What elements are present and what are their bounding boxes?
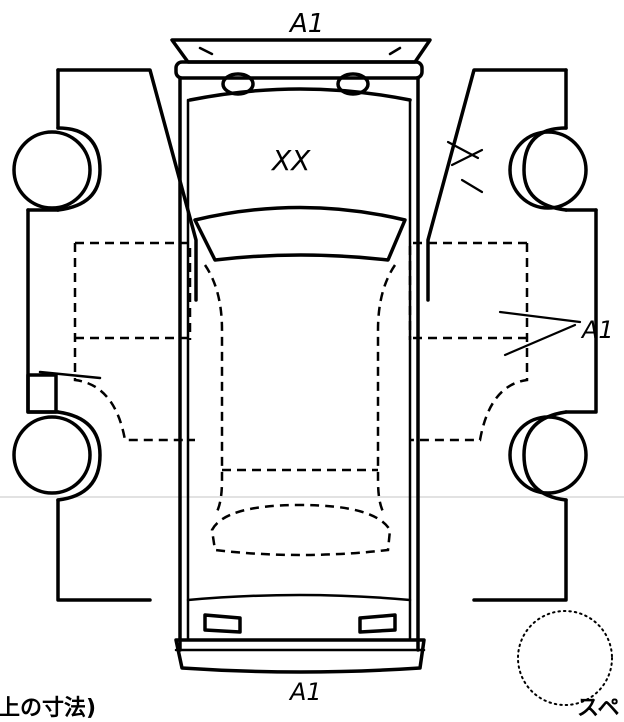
front-bumper <box>174 638 426 674</box>
annotation-right-door: A1 <box>580 316 614 344</box>
rear-light-right <box>336 72 370 96</box>
top-view-car <box>170 38 432 674</box>
stamp-circle <box>517 610 613 706</box>
headlight-left <box>203 613 242 634</box>
footer-left-fragment: 上の寸法) <box>0 696 97 721</box>
annotation-bottom-front: A1 <box>288 678 322 706</box>
front-windshield <box>210 503 392 557</box>
rear-window <box>193 205 407 262</box>
footer-right-fragment: スペ <box>577 696 620 721</box>
left-front-wheel <box>12 130 92 210</box>
left-side-view <box>12 68 198 602</box>
right-rear-wheel <box>508 415 588 495</box>
headlight-right <box>358 613 397 634</box>
right-front-wheel <box>508 130 588 210</box>
damage-marks <box>446 140 582 357</box>
right-side-view <box>408 68 598 602</box>
left-rear-wheel <box>12 415 92 495</box>
annotation-hood: XX <box>270 144 311 177</box>
annotation-top-rear: A1 <box>288 9 324 39</box>
